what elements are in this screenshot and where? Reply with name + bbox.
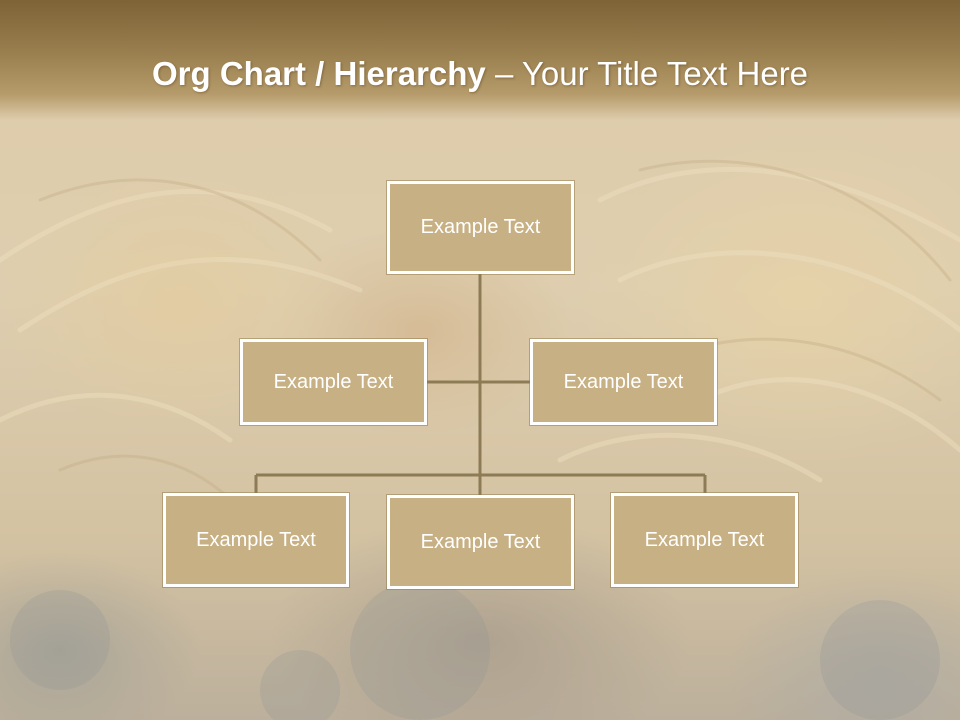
slide-title-rest: – Your Title Text Here	[485, 55, 809, 92]
org-node-top[interactable]: Example Text	[387, 181, 574, 274]
org-node-assistant-right[interactable]: Example Text	[530, 339, 717, 425]
org-node-child-right[interactable]: Example Text	[611, 493, 798, 587]
org-node-child-center[interactable]: Example Text	[387, 495, 574, 589]
title-bar: Org Chart / Hierarchy – Your Title Text …	[0, 0, 960, 120]
org-node-child-left[interactable]: Example Text	[163, 493, 349, 587]
slide-title-bold: Org Chart / Hierarchy	[152, 55, 486, 92]
slide-title: Org Chart / Hierarchy – Your Title Text …	[152, 54, 808, 94]
org-node-assistant-left[interactable]: Example Text	[240, 339, 427, 425]
